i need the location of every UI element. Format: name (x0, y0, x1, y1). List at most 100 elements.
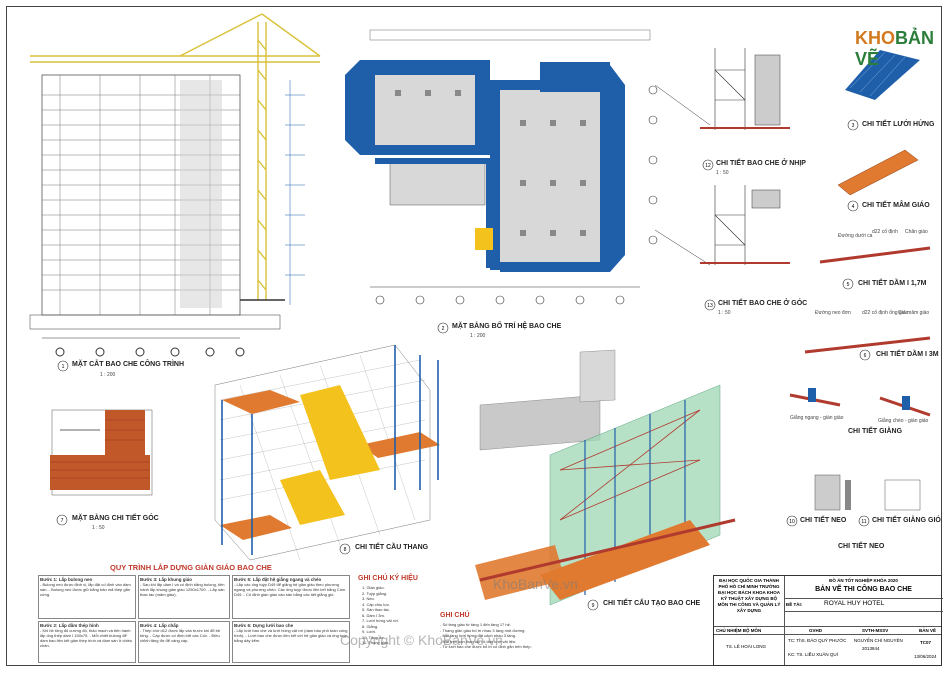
step-1-text: - Bulong neo được định vị, lắp đặt cố đị… (40, 582, 131, 597)
beam-label-2: d22 cố định ống giáo (862, 310, 909, 316)
tb-divider (714, 634, 941, 635)
tb-student-id: 2013844 (862, 646, 880, 651)
detail-number: 4 (852, 204, 855, 210)
tb-student: NGUYỄN CHÍ NGUYÊN (854, 638, 903, 643)
brace-label-1: Giằng ngang - giàn giáo (790, 415, 844, 421)
step-3-title: Bước 3: Lắp khung giáo (140, 577, 192, 582)
beam-label-3: Giá mâm giáo (898, 310, 930, 316)
legend-item: 4. Cáp chịu lực. (362, 601, 391, 607)
legend-item: 1. Giàn giáo. (362, 585, 385, 590)
title-beam-17: CHI TIẾT DẦM I 1,7m (858, 280, 927, 287)
note-item: - Mặt trên sàn thao tác có tâm lưới vật … (440, 638, 517, 644)
tb-head-name: TS. LÊ HOÀI LONG (726, 644, 767, 649)
detail-number: 5 (847, 282, 850, 288)
tb-project-header: ĐỒ ÁN TỐT NGHIỆP KHÓA 2020 (829, 578, 898, 583)
title-section: MẶT CẮT BAO CHE CÔNG TRÌNH (72, 361, 184, 368)
detail-number: 10 (789, 519, 795, 525)
detail-number: 8 (344, 547, 347, 553)
title-wind-brace: CHI TIẾT GIẰNG GIÓ (872, 517, 941, 524)
title-bracing: CHI TIẾT GIẰNG (848, 428, 903, 435)
tb-divider (784, 598, 943, 599)
legend-title: GHI CHÚ KÝ HIỆU (358, 575, 418, 582)
detail-bracing (789, 388, 931, 417)
notes-title: GHI CHÚ (440, 612, 470, 619)
detail-number: 7 (61, 518, 64, 524)
beam-label-1: Đường neo đơn (815, 310, 851, 316)
detail-callouts (56, 119, 871, 611)
scale-corner-detail: 1 : 50 (718, 310, 731, 316)
detail-number: 3 (852, 123, 855, 129)
cladding-3d (475, 349, 736, 606)
brand-logo: KHOBẢN VẼ (855, 28, 950, 70)
detail-beam-17 (819, 246, 931, 264)
title-net: CHI TIẾT LƯỚI HỨNG (862, 121, 935, 128)
tb-col-head: CHỦ NHIỆM BỘ MÔN (716, 628, 762, 633)
logo-part-2: BẢN VẼ (855, 28, 934, 69)
detail-tray (837, 149, 919, 196)
procedure-step-5: Bước 5: Lắp đặt hệ giằng ngang và chéo- … (232, 575, 350, 619)
detail-anchor (814, 474, 921, 511)
title-beam-3: CHI TIẾT DẦM I 3m (876, 351, 939, 358)
step-2-text: - Khi bê tông đủ cường độ, thảo mạch và … (40, 628, 133, 648)
title-tray: CHI TIẾT MÂM GIÁO (862, 202, 930, 209)
title-anchor-2: CHI TIẾT NEO (838, 543, 885, 550)
step-5-text: - Lắp các ống tuýp D49 để giằng hệ giàn … (234, 582, 346, 597)
tb-divider (784, 576, 785, 665)
title-stair: CHI TIẾT CẦU THANG (355, 544, 429, 551)
legend-list: 1. Giàn giáo. 2. Tuýp giằng. 3. Neo. 4. … (362, 585, 399, 646)
watermark-2: Copyright © KhoBanVe.vn (340, 632, 503, 648)
detail-corner (700, 185, 790, 265)
note-item: - Mỗi tầng lưới hứng đặt cách nhau 3 tần… (440, 633, 517, 638)
section-elevation-marks (285, 80, 305, 305)
tower-crane (30, 13, 321, 301)
step-4-title: Bước 4: Lắp chấp (140, 623, 179, 628)
step-3-text: - Sau khi lắp dầm I và cố định bằng bulo… (140, 582, 225, 597)
step-2-title: Bước 2: Lắp dầm thép hình (40, 623, 99, 628)
title-span-detail: CHI TIẾT BAO CHE Ở NHỊP (716, 160, 806, 167)
building-section (29, 74, 281, 357)
legend-item: 8. Giằng. (362, 623, 379, 629)
legend-item: 11. Thang giáo. (362, 640, 390, 645)
brace-label-2: Giằng chéo - giàn giáo (878, 418, 929, 424)
tb-drawing-name: BẢN VẼ THI CÔNG BAO CHE (815, 586, 912, 593)
scale-plan: 1 : 200 (470, 333, 486, 339)
detail-number: 1 (62, 364, 65, 370)
legend-item: 5. Sàn thao tác. (362, 607, 391, 612)
tb-advisor-1: TC: ThS. ĐÀO QUÝ PHƯỚC (788, 638, 847, 643)
scaffold-plan (345, 29, 711, 305)
legend-item: 2. Tuýp giằng. (362, 590, 388, 596)
tb-topic: ROYAL HUY HOTEL (824, 600, 885, 607)
title-corner-detail: CHI TIẾT BAO CHE Ở GÓC (718, 300, 808, 307)
note-item: - Số tầng giáo từ tầng 1 đến tầng 17 hệ. (440, 622, 511, 627)
detail-number: 11 (861, 519, 866, 525)
procedure-step-6: Bước 6: Dựng lưới bao che- Lắp lưới bao … (232, 621, 350, 663)
corner-plan-detail (50, 409, 153, 496)
legend-item: 7. Lưới hứng vật rơi. (362, 618, 399, 623)
watermark-1: KhoBanVe.vn (493, 576, 578, 592)
tb-sheet-no: TC07 (920, 640, 932, 645)
step-1-title: Bước 1: Lắp bulong neo (40, 577, 93, 582)
beam17-label-1: Đường dưới ca (838, 233, 873, 239)
procedure-step-4: Bước 4: Lắp chấp- Thép chờ d12 được lắp … (138, 621, 230, 663)
detail-number: 2 (442, 326, 445, 332)
beam17-label-2: d22 cố định (872, 229, 898, 235)
procedure-step-2: Bước 2: Lắp dầm thép hình- Khi bê tông đ… (38, 621, 136, 663)
tb-divider (784, 611, 943, 612)
title-block: ĐẠI HỌC QUỐC GIA THÀNH PHỐ HỒ CHÍ MINH T… (713, 575, 943, 666)
legend-item: 3. Neo. (362, 596, 375, 601)
detail-number: 13 (707, 303, 713, 309)
procedure-step-3: Bước 3: Lắp khung giáo- Sau khi lắp dầm … (138, 575, 230, 619)
legend-item: 9. Lưới. (362, 629, 376, 634)
detail-span (700, 48, 790, 130)
step-4-text: - Thép chờ d12 được lắp vào trước khi đổ… (140, 628, 221, 643)
drawing-sheet-border (6, 6, 942, 666)
legend-item: 10. Tăng đơ. (362, 634, 385, 640)
scale-span-detail: 1 : 50 (716, 170, 729, 176)
detail-net-hang (845, 50, 920, 100)
tb-col-sheet: BẢN VẼ (919, 628, 937, 633)
title-cladding: CHI TIẾT CẤU TẠO BAO CHE (603, 600, 701, 607)
note-item: - Từ lưới bao che được bố trí cố định gắ… (440, 644, 532, 649)
detail-number: 12 (705, 163, 711, 169)
legend-item: 6. Dầm I 3m. (362, 612, 385, 618)
